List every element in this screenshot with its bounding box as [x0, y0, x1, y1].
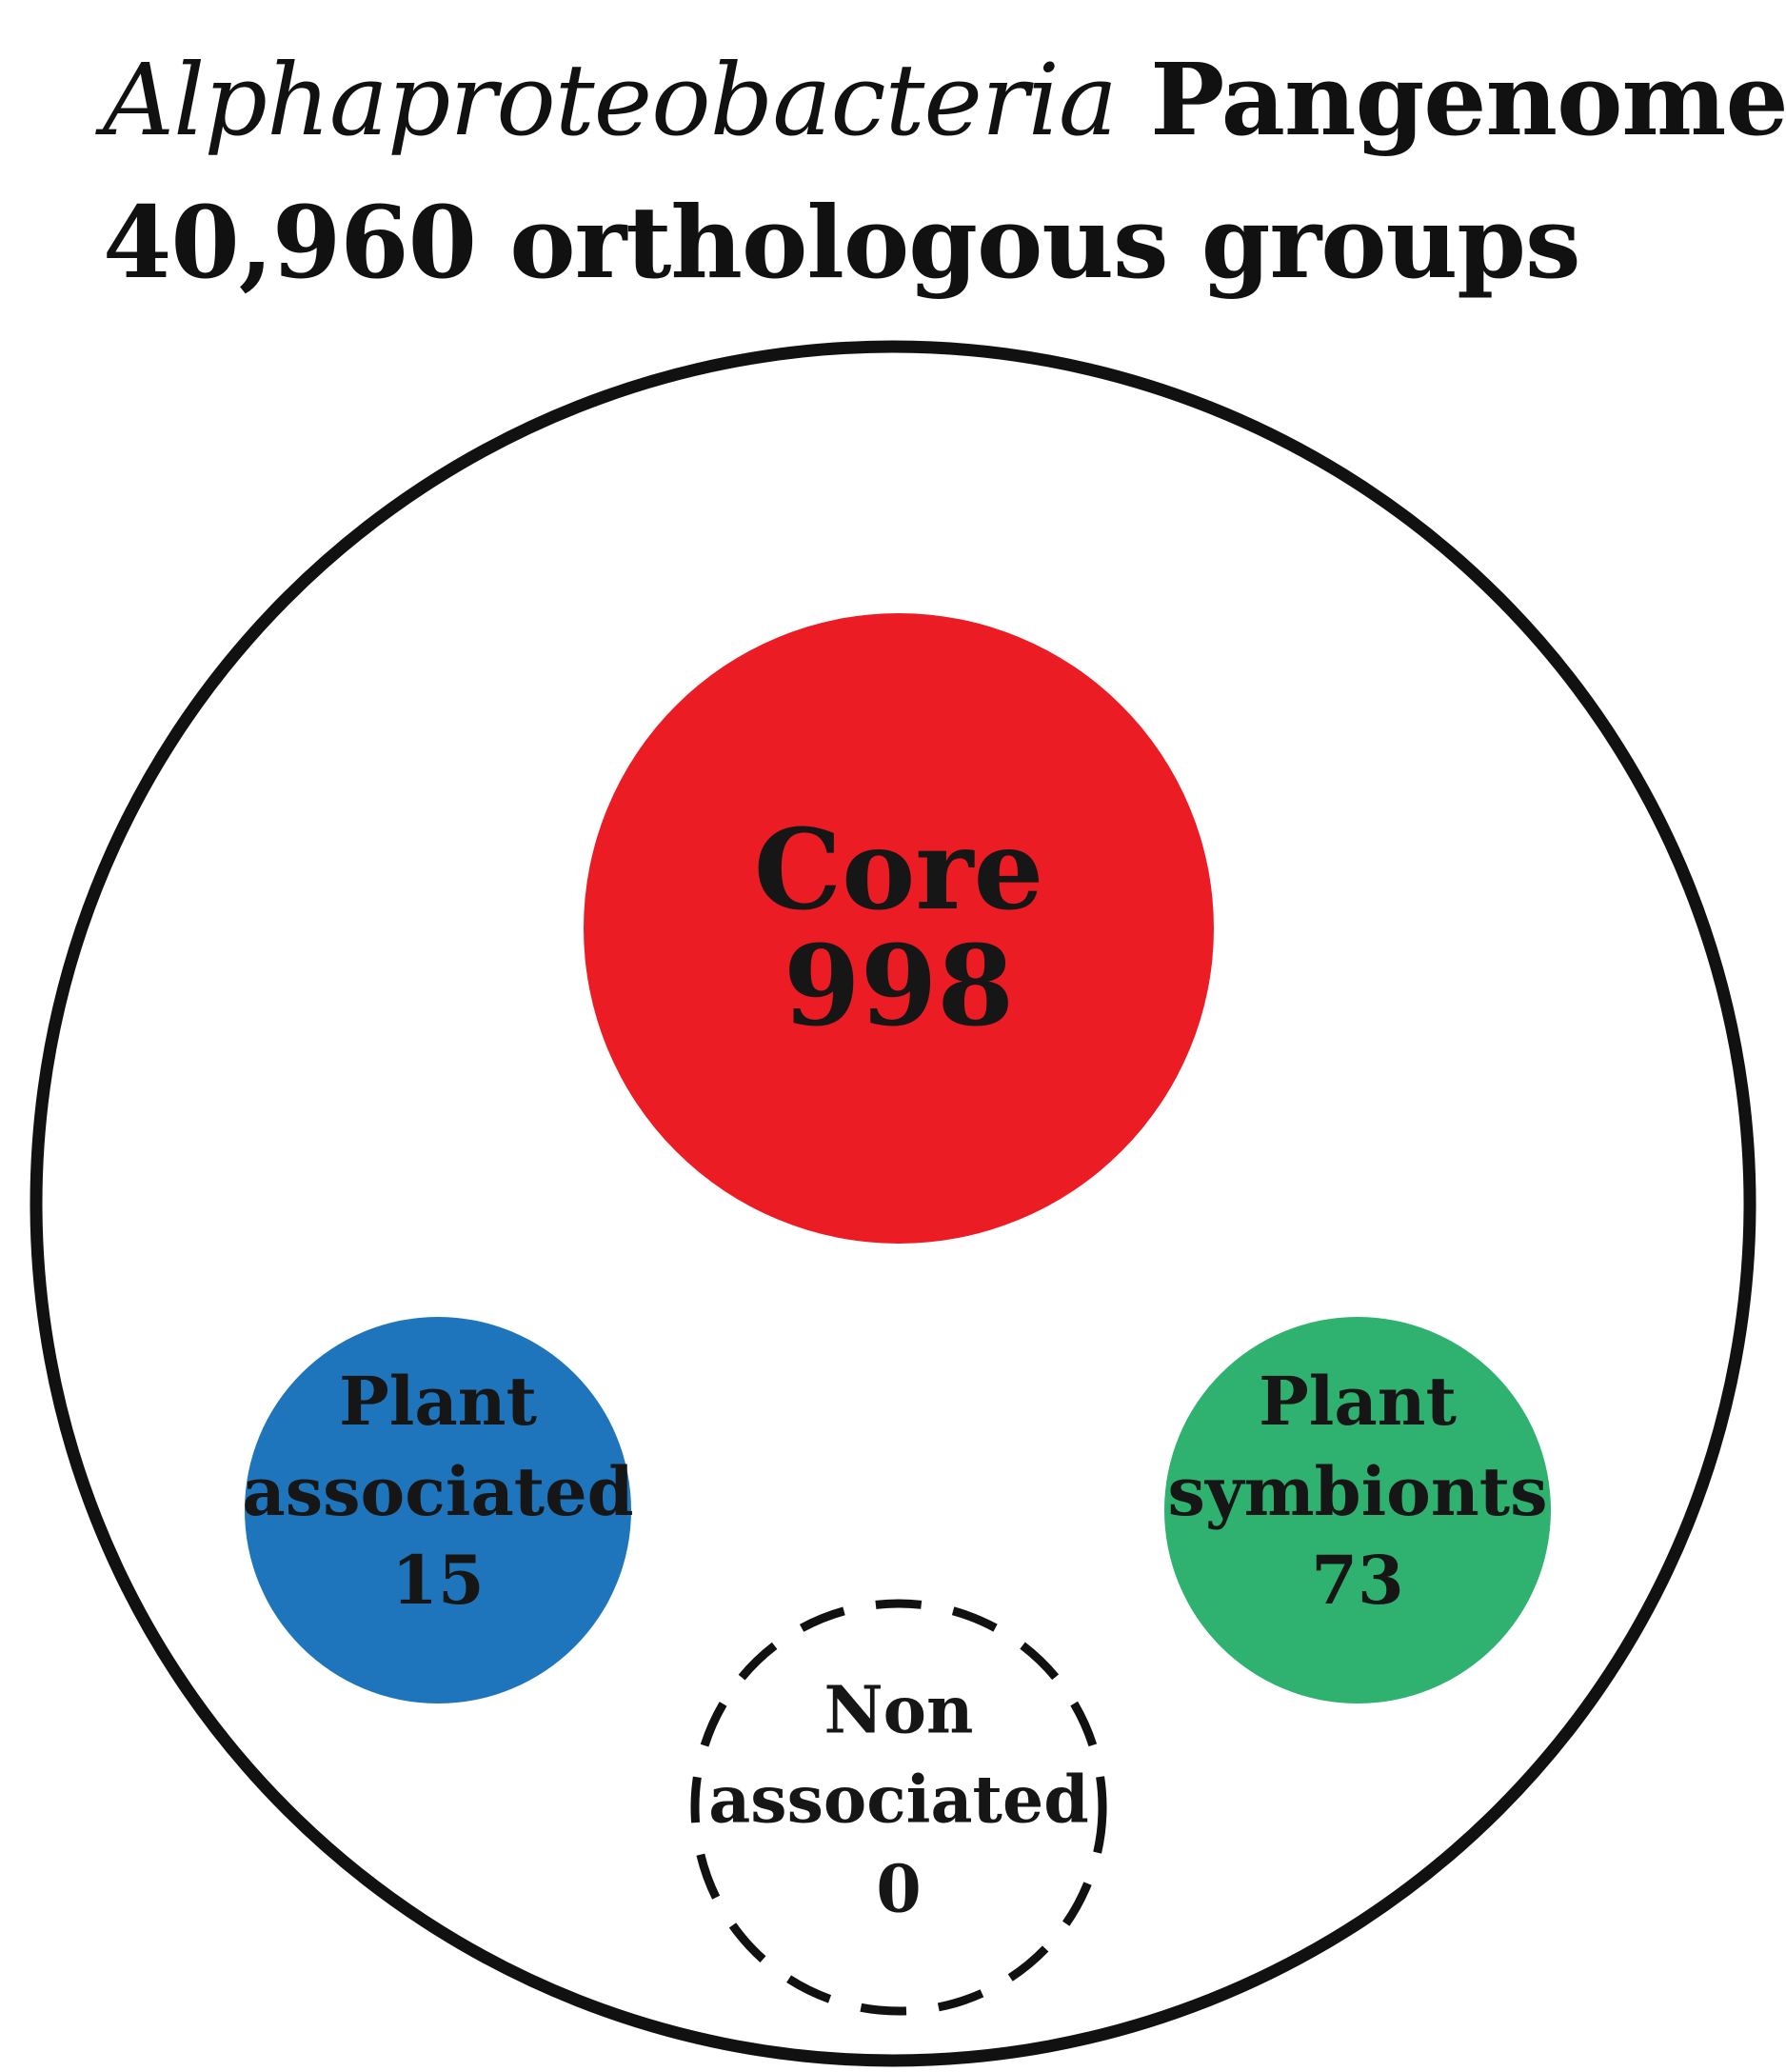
title-subtitle: 40,960 orthologous groups [103, 184, 1581, 301]
title-line-1: Alphaproteobacteria Pangenome [103, 29, 1786, 171]
plant-symbionts-label-line2: symbionts [1167, 1452, 1547, 1531]
title-suffix: Pangenome [1150, 41, 1786, 158]
plant-associated-count: 15 [391, 1541, 484, 1620]
core-group: Core 998 [584, 613, 1214, 1244]
plant-associated-group: Plant associated 15 [242, 1317, 634, 1703]
plant-symbionts-label-line1: Plant [1259, 1362, 1457, 1441]
title-block: Alphaproteobacteria Pangenome 40,960 ort… [103, 29, 1786, 314]
core-count: 998 [784, 922, 1014, 1051]
non-associated-label-line1: Non [824, 1673, 974, 1749]
plant-symbionts-circle [1164, 1317, 1551, 1703]
core-label: Core [754, 806, 1044, 935]
non-associated-group: Non associated 0 [690, 1599, 1107, 2016]
plant-associated-circle [245, 1317, 631, 1703]
non-associated-label-line2: associated [708, 1763, 1089, 1839]
non-associated-count: 0 [876, 1852, 921, 1928]
plant-associated-label-line2: associated [242, 1452, 633, 1531]
core-circle [584, 613, 1214, 1244]
plant-associated-label-line1: Plant [339, 1362, 537, 1441]
plant-symbionts-count: 73 [1311, 1541, 1403, 1620]
plant-symbionts-group: Plant symbionts 73 [1164, 1317, 1551, 1703]
non-associated-dashed-circle [690, 1599, 1107, 2016]
title-taxon: Alphaproteobacteria [103, 42, 1118, 158]
